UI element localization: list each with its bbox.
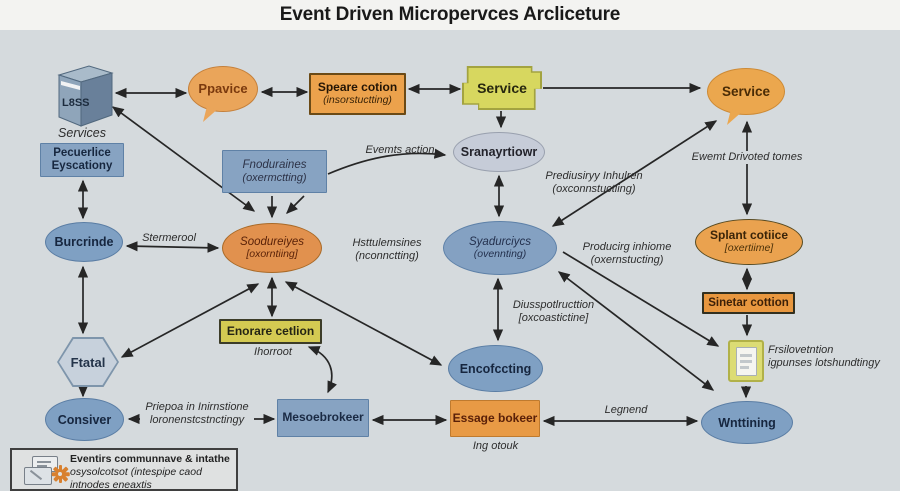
node-label: Fnoduraines (242, 158, 307, 171)
legend-box: Eventirs communnave & intathe osysolcots… (10, 448, 238, 491)
arrow-enorare-mesoebrokeer (307, 346, 337, 394)
node-label-wrap: Ftatal (59, 339, 117, 385)
node-label: Encofccting (459, 361, 532, 376)
label-evemts-action: Evemts action (365, 144, 435, 156)
services-caption: Services (58, 126, 106, 140)
node-label: Sranayrtiowr (460, 145, 538, 159)
node-splant: Splant cotiice [oxertiime] (695, 219, 803, 265)
windows-gear-icon (20, 454, 70, 489)
node-fnoduraines: Fnoduraines (oxermctting) (222, 150, 327, 193)
node-syadurciycs: Syadurciycs (ovennting) (443, 221, 557, 275)
node-label: Service (721, 83, 771, 99)
node-label: Wnttining (718, 415, 776, 430)
label-diusspot: Diusspotlructtion [oxcoastictine] (512, 299, 595, 325)
node-label: Splant cotiice (709, 228, 789, 243)
node-label: Syadurciycs (469, 235, 531, 248)
arrow-burcrinde-soodureiyes (125, 241, 220, 253)
node-label: Essage bokeer (452, 410, 538, 425)
document-icon (728, 340, 764, 382)
node-ftatal: Ftatal (57, 337, 119, 387)
node-sublabel: (ovennting) (473, 247, 527, 260)
arrow-fnoduraines-soodureiyes-d (286, 195, 305, 214)
arrow-soodureiyes-ftatal (120, 283, 260, 358)
node-soodureiyes: Soodureiyes [oxorntiing] (222, 223, 322, 273)
node-sinetar: Sinetar cottion (702, 292, 795, 314)
page-title: Event Driven Micropervces Arcliceture (279, 4, 621, 25)
label-ewemt-drivoted: Ewemt Drivoted tomes (688, 151, 806, 165)
label-ihorroot: Ihorroot (254, 346, 292, 358)
arrow-syadurciycs-servicebubble (551, 120, 718, 227)
node-label: Mesoebrokeer (282, 410, 364, 425)
node-wnttining: Wnttining (701, 401, 793, 444)
label-frsilovetntion: Frsilovetntion igpunses lotshundtingy (768, 344, 880, 370)
node-service-bubble: Service (707, 68, 785, 115)
label-legnend: Legnend (604, 404, 648, 416)
node-sublabel: [oxertiime] (724, 241, 774, 254)
node-label: Ppavice (198, 80, 248, 96)
node-label: Eyscationy (51, 160, 113, 172)
node-label-wrap: Service (464, 68, 540, 108)
node-essage: Essage bokeer (450, 400, 540, 437)
arrow-syadurciycs-wnttining (557, 271, 715, 391)
arrow-fnoduraines-sranayrtiowr (327, 148, 447, 175)
node-enorare: Enorare cetlion (219, 319, 322, 344)
node-label: Pecuerlice (53, 147, 111, 160)
node-sublabel: [oxorntiing] (246, 247, 298, 260)
title-bar: Event Driven Micropervces Arcliceture (0, 0, 900, 30)
node-label: Ftatal (70, 354, 106, 370)
node-sublabel: (oxermctting) (242, 171, 307, 184)
node-ppavice: Ppavice (188, 66, 258, 112)
server-label: L8SS (62, 97, 90, 109)
node-label: Soodureiyes (240, 235, 304, 248)
node-sranayrtiowr: Sranayrtiowr (453, 132, 545, 172)
node-label: Speare cotion (317, 80, 398, 95)
document-page-glyph (736, 347, 757, 376)
server-icon: L8SS (57, 65, 114, 127)
arrow-l8ss-soodureiyes (111, 106, 256, 212)
node-label: Burcrinde (54, 235, 114, 249)
node-label: Sinetar cottion (708, 296, 789, 309)
label-priepoa: Priepoa in Inirnstione loronenstcstnctin… (140, 401, 254, 428)
node-speare: Speare cotion (insorstuctting) (309, 73, 406, 115)
arrow-soodureiyes-encofccting (284, 281, 443, 366)
label-hsttulemsines: Hsttulemsines (nconnctting) (352, 237, 422, 263)
node-burcrinde: Burcrinde (45, 222, 123, 262)
node-mesoebrokeer: Mesoebrokeer (277, 399, 369, 437)
label-ing-otouk: Ing otouk (472, 440, 519, 452)
front-window-glyph (24, 467, 52, 485)
node-sublabel: (insorstuctting) (323, 93, 392, 106)
node-encofccting: Encofccting (448, 345, 543, 392)
label-stermerool: Stermerool (142, 232, 196, 244)
gear-icon (51, 465, 70, 483)
node-pecuerlice: Pecuerlice Eyscationy (40, 143, 124, 177)
node-service-box: Service (462, 66, 542, 110)
label-producirg: Producirg inhiome (oxernstucting) (582, 241, 672, 267)
node-consiver: Consiver (45, 398, 124, 441)
node-label: Service (477, 80, 527, 96)
node-label: Enorare cetlion (226, 323, 315, 338)
node-label: Consiver (57, 412, 112, 427)
label-prediusiryy: Prediusiryy Inhulren (oxconnstuctiing) (545, 170, 643, 196)
legend-text: Eventirs communnave & intathe osysolcots… (70, 453, 230, 491)
